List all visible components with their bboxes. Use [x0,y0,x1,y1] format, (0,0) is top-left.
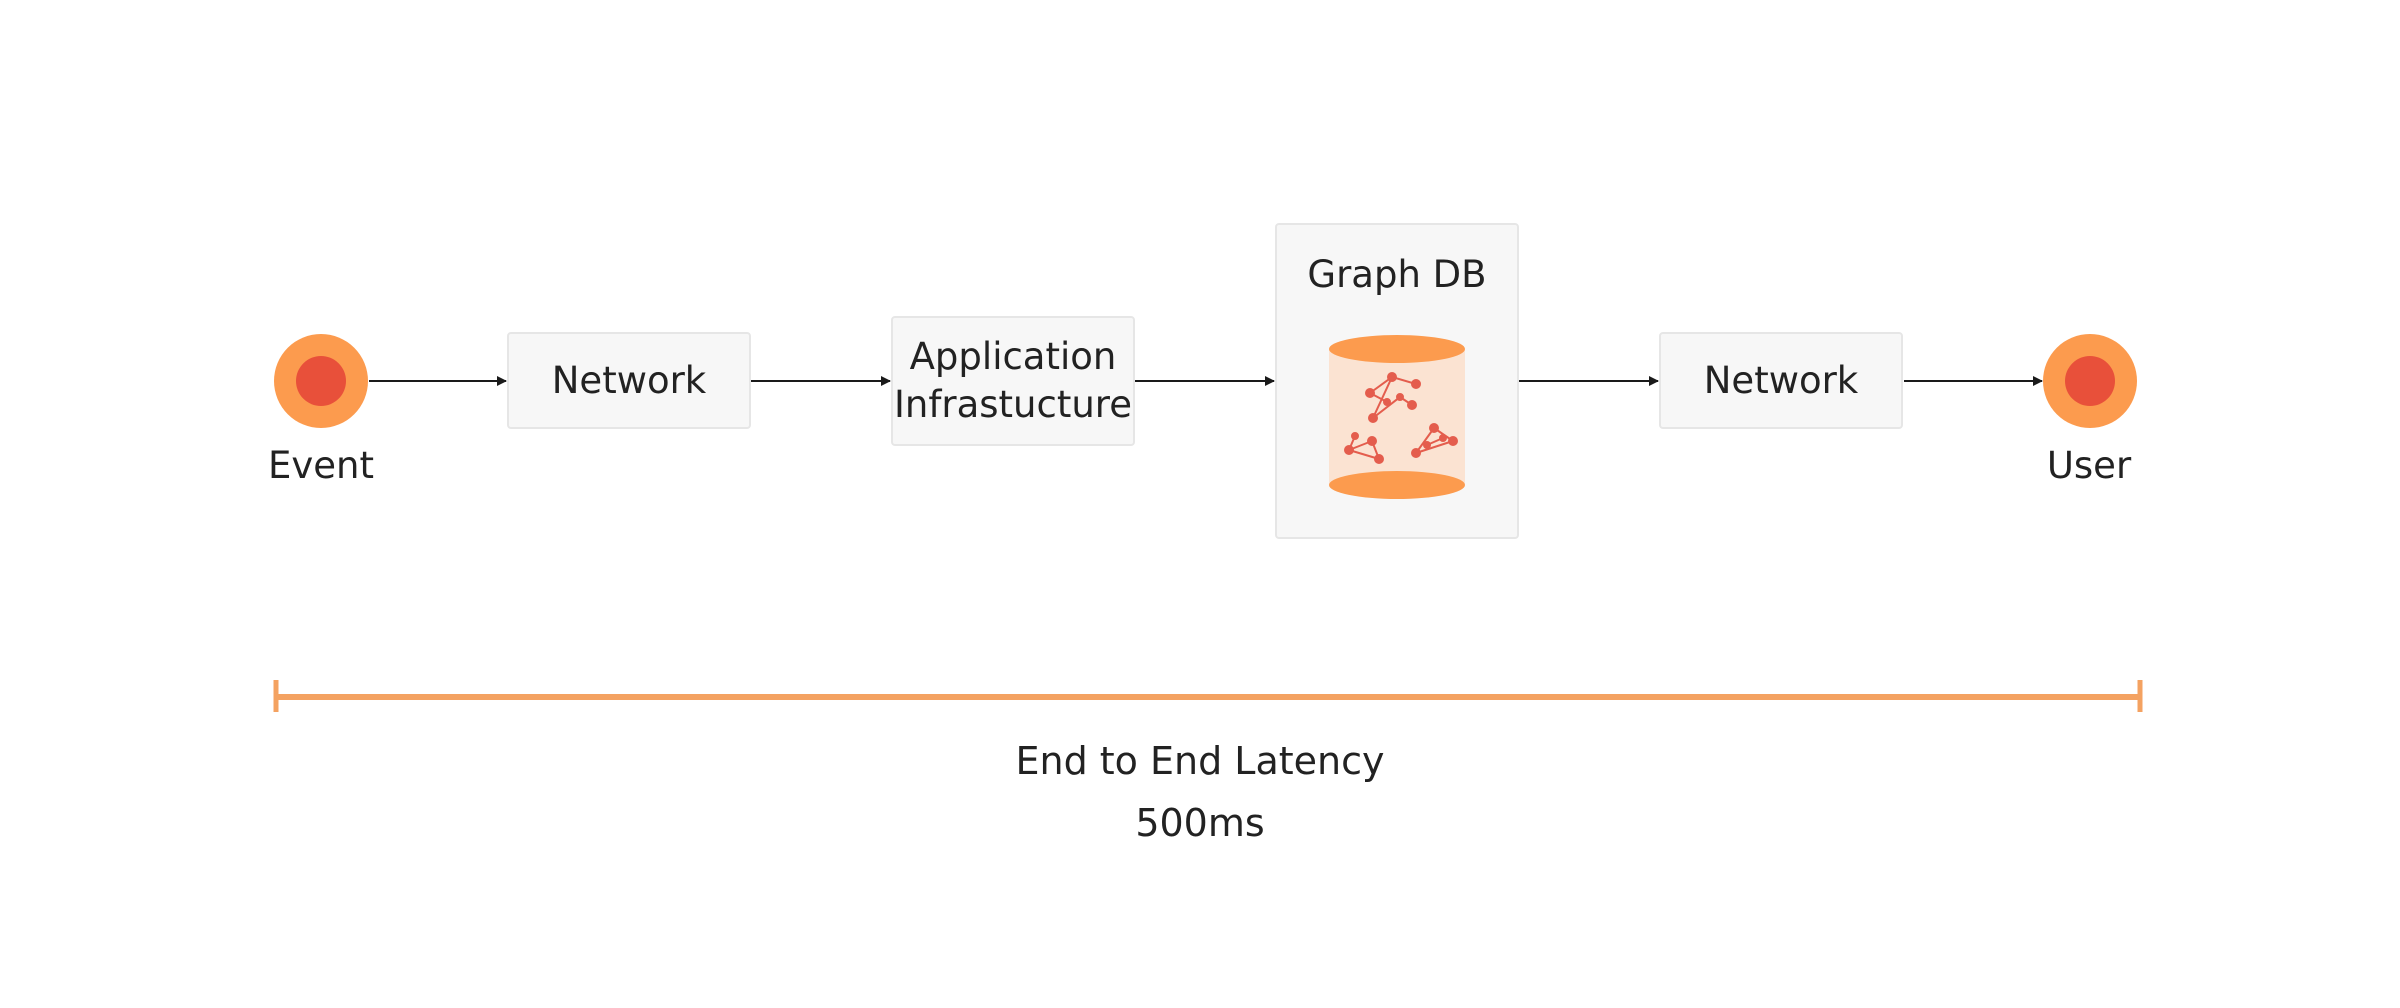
graph-db-box: Graph DB [1275,223,1519,539]
latency-title: End to End Latency [1015,739,1385,783]
network-box-1: Network [507,332,751,429]
graph-db-label: Graph DB [1307,253,1487,296]
user-label: User [2046,444,2132,487]
network-box-2-label: Network [1703,358,1859,402]
user-node [2043,334,2137,428]
network-box-1-label: Network [551,358,707,402]
event-node [274,334,368,428]
latency-value: 500ms [1135,801,1265,845]
event-node-core [296,356,346,406]
database-cylinder-icon [1329,335,1465,499]
network-box-2: Network [1659,332,1903,429]
application-infrastructure-line2: Infrastucture [894,383,1132,426]
latency-range-bar [273,680,2143,712]
graph-network-icon [1344,372,1458,464]
application-infrastructure-line1: Application [909,335,1117,378]
application-infrastructure-box: Application Infrastucture [891,316,1135,446]
user-node-core [2065,356,2115,406]
event-label: Event [268,444,374,487]
